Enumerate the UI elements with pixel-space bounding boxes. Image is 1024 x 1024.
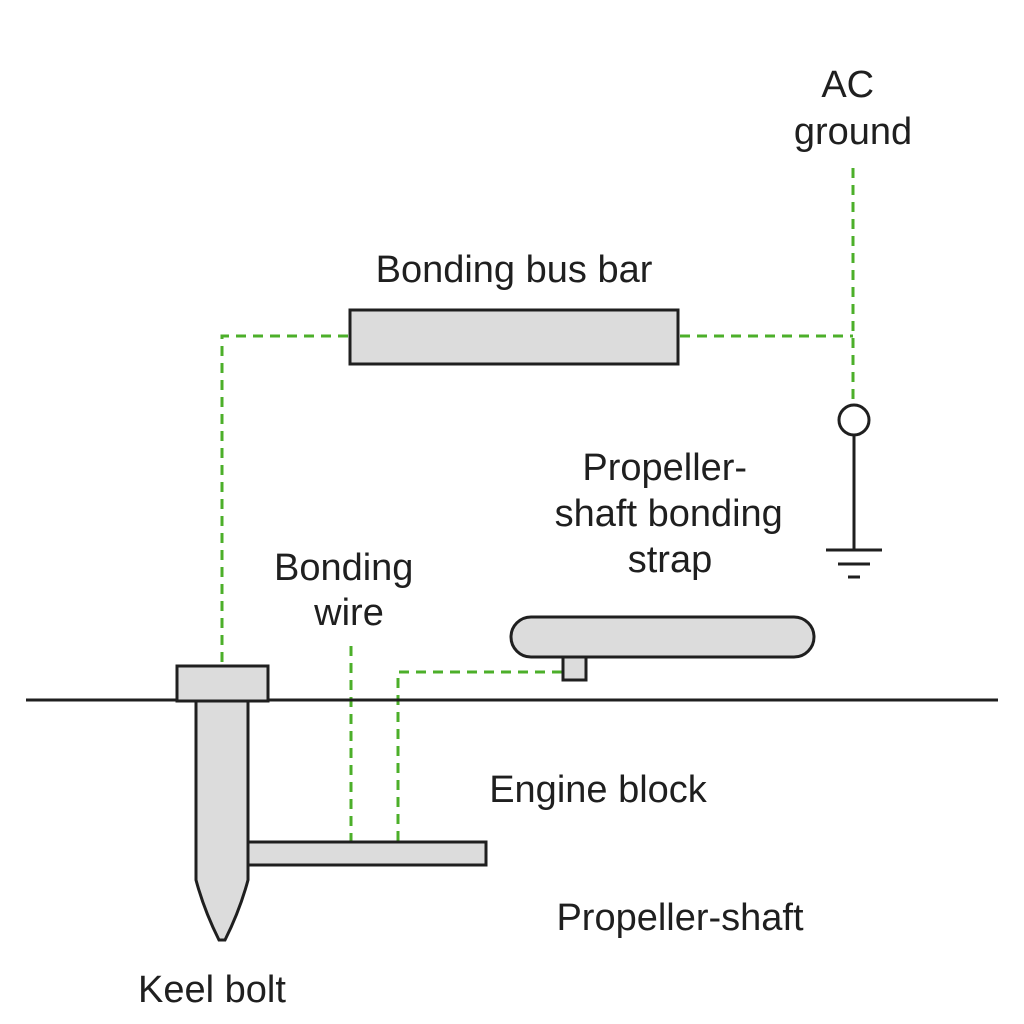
ac-ground-label: AC ground bbox=[794, 64, 912, 153]
keel-bolt bbox=[175, 664, 270, 942]
bonding-wire-label: Bonding wire bbox=[274, 547, 424, 634]
engine-block-label: Engine block bbox=[489, 769, 708, 811]
propeller-shaft-label: Propeller-shaft bbox=[556, 897, 804, 939]
propeller-shaft-bar bbox=[246, 840, 488, 867]
bonding-bus-bar-label: Bonding bus bar bbox=[376, 249, 653, 291]
bonding-bus-bar bbox=[348, 308, 680, 366]
prop-strap-body bbox=[509, 615, 816, 659]
terminal-circle-icon bbox=[837, 403, 871, 437]
ground-assembly bbox=[826, 403, 882, 579]
keel-bolt-label: Keel bolt bbox=[138, 969, 286, 1011]
prop-strap-wire bbox=[396, 670, 562, 842]
keel-bolt-shank bbox=[194, 698, 250, 942]
bus-bar-to-keel-bolt-wire bbox=[220, 334, 348, 668]
bonding-wires bbox=[220, 168, 855, 842]
keel-bolt-head bbox=[175, 664, 270, 703]
prop-strap-label: Propeller- shaft bonding strap bbox=[555, 447, 794, 581]
ground-symbol-icon bbox=[826, 548, 882, 579]
